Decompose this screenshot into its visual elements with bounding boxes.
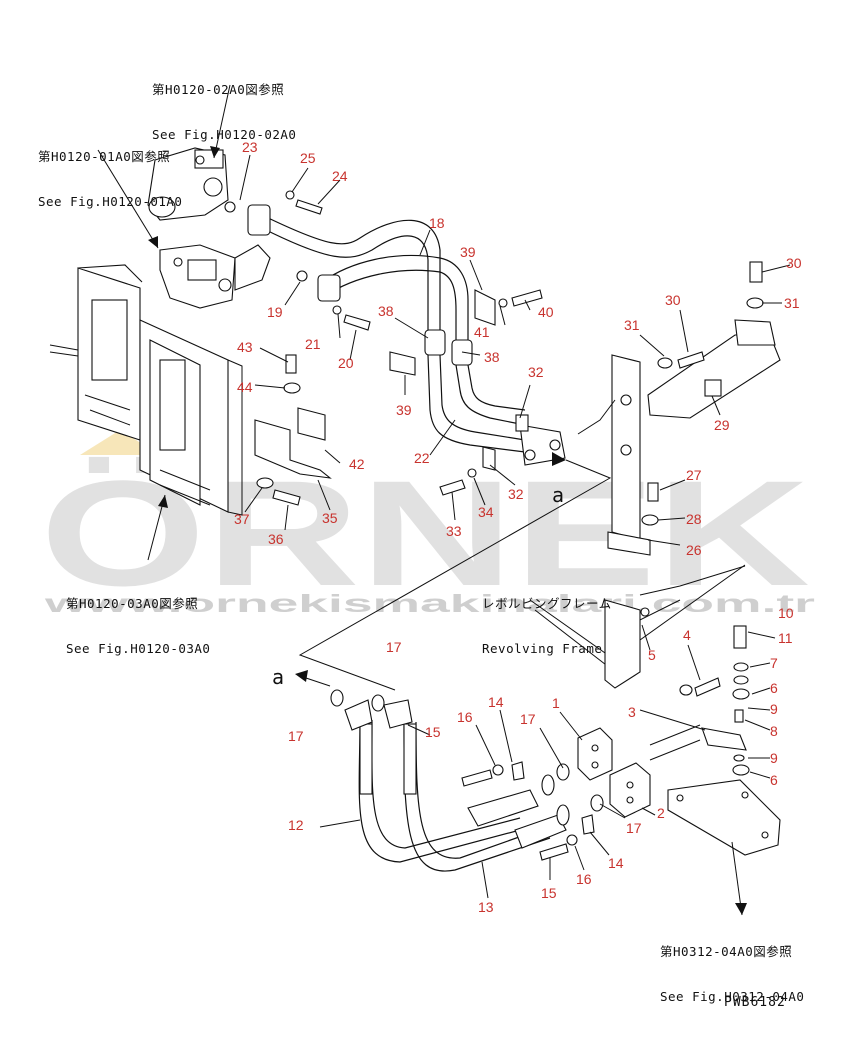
part-number: 6 [770,772,778,788]
revolving-frame [529,564,746,689]
part-number: 16 [457,709,473,725]
arrowheads [148,146,747,915]
part-number: 11 [778,630,793,646]
connection-marker-a: a [552,483,564,507]
watermark-url: www.ornekismakinalari.com.tr [43,590,816,618]
part-number: 28 [686,511,702,527]
part-number: 40 [538,304,554,320]
part-number: 31 [624,317,640,333]
part-number: 17 [288,728,304,744]
part-number: 29 [714,417,730,433]
part-number: 14 [488,694,504,710]
part-number: 36 [268,531,284,547]
part-number: 3 [628,704,636,720]
part-number: 42 [349,456,365,472]
part-number: 24 [332,168,348,184]
part-number: 15 [541,885,557,901]
hose-12-13 [330,689,570,872]
revolving-frame-label: レボルビングフレーム Revolving Frame [482,566,612,671]
part-number: 38 [378,303,394,319]
pipe-18 [247,204,469,345]
part-number: 21 [305,336,321,352]
fig-ref-03: 第H0120-03A0図参照 See Fig.H0120-03A0 [66,566,210,671]
fig-ref-03-jp: 第H0120-03A0図参照 [66,596,199,611]
fig-ref-01-jp: 第H0120-01A0図参照 [38,149,171,164]
part-number: 17 [386,639,402,655]
part-number: 16 [576,871,592,887]
part-number: 17 [626,820,642,836]
reference-leaders [97,84,743,916]
fig-ref-0312-en: See Fig.H0312-04A0 [660,989,805,1004]
part-number: 9 [770,750,778,766]
part-leaders [239,154,791,899]
clamp-bracket-42 [254,289,496,479]
part-number: 14 [608,855,624,871]
part-number: 35 [322,510,338,526]
revolving-frame-jp: レボルビングフレーム [482,596,612,611]
part-number: 8 [770,723,778,739]
part-number: 30 [665,292,681,308]
part-number: 27 [686,467,702,483]
part-number: 23 [242,139,258,155]
part-number-labels: 1 2 3 4 5 6 6 7 8 9 9 10 11 12 13 14 14 … [234,139,802,915]
part-number: 26 [686,542,702,558]
part-number: 37 [234,511,250,527]
fig-ref-02-en: See Fig.H0120-02A0 [152,127,297,142]
support-26 [577,354,651,556]
part-number: 39 [460,244,476,260]
part-number: 6 [770,680,778,696]
block-1 [556,727,613,781]
part-number: 9 [770,701,778,717]
watermark: ÖRNEK www.ornekismakinalari.com.tr [40,430,816,618]
left-frame [49,264,243,516]
part-number: 33 [446,523,462,539]
fig-ref-01: 第H0120-01A0図参照 See Fig.H0120-01A0 [38,119,182,224]
part-number: 38 [484,349,500,365]
fig-ref-0312-jp: 第H0312-04A0図参照 [660,944,793,959]
part-number: 22 [414,450,430,466]
part-number: 30 [786,255,802,271]
fig-ref-01-en: See Fig.H0120-01A0 [38,194,183,209]
part-number: 4 [683,627,691,643]
part-number: 31 [784,295,800,311]
fasteners [224,190,764,861]
part-number: 1 [552,695,560,711]
part-number: 12 [288,817,304,833]
part-number: 41 [474,324,490,340]
connection-line-a [298,459,612,691]
part-number: 5 [648,647,656,663]
part-number: 25 [300,150,316,166]
drawing-code: PWB6182 [724,995,786,1010]
part-number: 13 [478,899,494,915]
connection-marker-a: a [272,665,284,689]
part-number: 39 [396,402,412,418]
part-number: 32 [508,486,524,502]
part-number: 43 [237,339,253,355]
valve-block [159,244,271,309]
fig-ref-02-jp: 第H0120-02A0図参照 [152,82,285,97]
fig-ref-02: 第H0120-02A0図参照 See Fig.H0120-02A0 [152,52,296,157]
fig-ref-0312: 第H0312-04A0図参照 See Fig.H0312-04A0 [660,914,804,1019]
part-number: 19 [267,304,283,320]
part-number: 34 [478,504,494,520]
fig-ref-03-en: See Fig.H0120-03A0 [66,641,211,656]
bracket-29 [647,319,781,419]
part-number: 10 [778,605,794,621]
part-number: 7 [770,655,778,671]
revolving-frame-en: Revolving Frame [482,641,603,656]
part-number: 2 [657,805,665,821]
part-number: 20 [338,355,354,371]
block-2 [590,762,651,818]
part-number: 17 [520,711,536,727]
mount-plate [649,724,781,856]
part-number: 44 [237,379,253,395]
part-number: 15 [425,724,441,740]
part-number: 32 [528,364,544,380]
part-number: 18 [429,215,445,231]
